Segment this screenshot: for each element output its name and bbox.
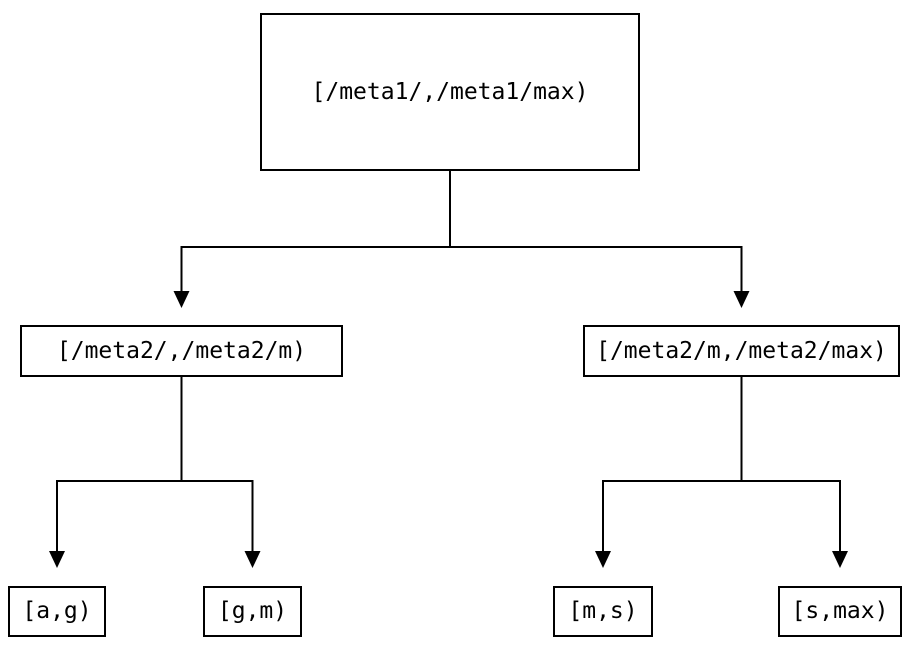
node-label-leaf-m-s: [m,s)	[568, 598, 638, 624]
tree-node-leaf-g-m: [g,m)	[203, 586, 302, 637]
node-label-left-child: [/meta2/,/meta2/m)	[56, 337, 307, 364]
arrowhead-down-left-child	[173, 291, 190, 308]
arrowhead-down-leaf-m-s	[595, 551, 611, 568]
node-label-root: [/meta1/,/meta1/max)	[311, 78, 589, 105]
node-label-right-child: [/meta2/m,/meta2/max)	[596, 337, 887, 364]
tree-node-leaf-m-s: [m,s)	[553, 586, 653, 637]
node-label-leaf-s-max: [s,max)	[791, 598, 889, 624]
tree-node-leaf-a-g: [a,g)	[8, 586, 106, 637]
edge-root-to-right-child	[450, 246, 743, 291]
edge-left-child-to-leaf-g-m	[181, 480, 254, 551]
node-label-leaf-a-g: [a,g)	[22, 598, 92, 624]
tree-node-leaf-s-max: [s,max)	[778, 586, 902, 637]
edge-right-child-to-leaf-m-s	[602, 377, 743, 551]
arrowhead-down-leaf-s-max	[832, 551, 848, 568]
tree-node-left-child: [/meta2/,/meta2/m)	[20, 325, 343, 377]
edge-right-child-to-leaf-s-max	[741, 480, 841, 551]
arrowhead-down-leaf-g-m	[244, 551, 261, 568]
edge-root-to-left-child	[180, 171, 451, 291]
tree-node-root: [/meta1/,/meta1/max)	[260, 13, 640, 171]
arrowhead-down-leaf-a-g	[49, 551, 65, 568]
edge-left-child-to-leaf-a-g	[56, 377, 183, 551]
node-label-leaf-g-m: [g,m)	[217, 598, 288, 624]
tree-node-right-child: [/meta2/m,/meta2/max)	[583, 325, 900, 377]
arrowhead-down-right-child	[733, 291, 750, 308]
